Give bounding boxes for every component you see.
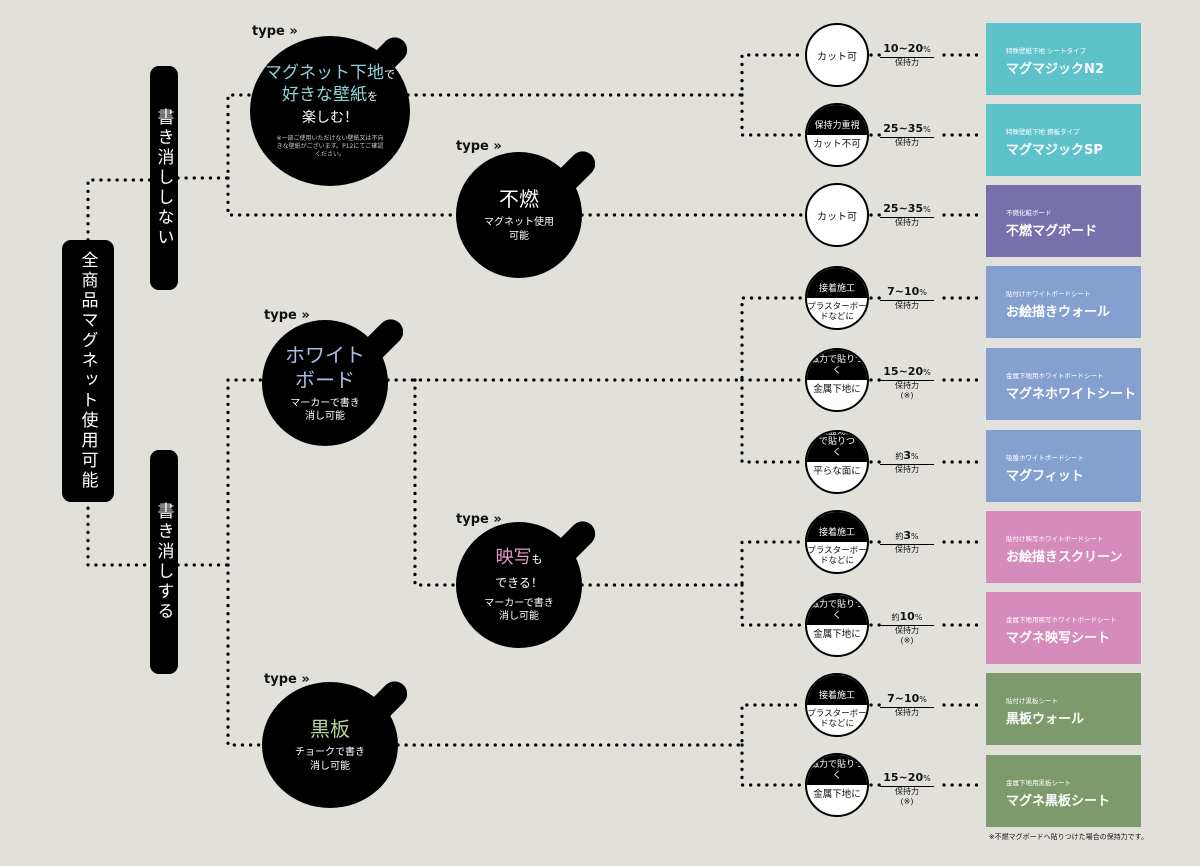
chevron-double-icon: » (301, 308, 310, 323)
type-label-magnet: type » (252, 24, 298, 39)
product-subtitle: 金属下地用ホワイトボードシート (1006, 372, 1104, 380)
method-top-label: 磁力で貼りつく (807, 595, 867, 625)
type-label-whiteboard: type » (264, 308, 310, 323)
method-label: カット可 (817, 211, 857, 223)
product-box[interactable]: 金属下地用黒板シート マグネ黒板シート (986, 755, 1141, 827)
retention-value: 7~10% 保持力 (880, 692, 934, 718)
method-top-label: 磁力で貼りつく (807, 350, 867, 380)
method-bottom-label: カット不可 (813, 139, 861, 150)
product-box[interactable]: 吸盤ホワイトボードシート マグフィット (986, 430, 1141, 502)
whiteboard-sub: マーカーで書き消し可能 (290, 397, 360, 423)
projection-title-c: できる！ (495, 575, 543, 590)
method-circle: 接着施工 プラスターボードなどに (805, 266, 869, 330)
product-box[interactable]: 特殊壁紙下地 シートタイプ マグマジックN2 (986, 23, 1141, 95)
product-name: マグネ映写シート (1006, 631, 1111, 646)
method-bottom-label: 金属下地に (813, 629, 861, 640)
blackboard-sub: チョークで書き消し可能 (295, 747, 365, 772)
branch-erase-label: 書き消しする (153, 502, 174, 622)
product-name: マグフィット (1006, 469, 1084, 484)
method-bottom-label: プラスターボードなどに (807, 709, 867, 730)
product-box[interactable]: 貼付けホワイトボードシート お絵描きウォール (986, 266, 1141, 338)
chevron-double-icon: » (289, 24, 298, 39)
retention-value: 約3% 保持力 (880, 529, 934, 555)
type-label-nonflame: type » (456, 139, 502, 154)
root-label: 全商品マグネット使用可能 (77, 251, 98, 491)
method-bottom-label: プラスターボードなどに (807, 302, 867, 323)
retention-value: 15~20% 保持力(※) (880, 365, 934, 401)
method-circle: 吸盤効果で貼りつく 平らな面に (805, 430, 869, 494)
footnote: ※不燃マグボードへ貼りつけた場合の保持力です。 (988, 833, 1148, 841)
product-name: 不燃マグボード (1006, 224, 1098, 239)
product-box[interactable]: 不燃化粧ボード 不燃マグボード (986, 185, 1141, 257)
type-label-blackboard: type » (264, 672, 310, 687)
method-top-label: 接着施工 (807, 268, 867, 298)
product-name: お絵描きスクリーン (1006, 550, 1123, 565)
branch-no-erase-label: 書き消ししない (153, 108, 174, 248)
product-subtitle: 貼付けホワイトボードシート (1006, 290, 1091, 298)
method-bottom-label: 金属下地に (813, 384, 861, 395)
product-box[interactable]: 貼付け映写ホワイトボードシート お絵描きスクリーン (986, 511, 1141, 583)
method-circle: 接着施工 プラスターボードなどに (805, 510, 869, 574)
method-circle: カット可 (805, 23, 869, 87)
product-subtitle: 不燃化粧ボード (1006, 209, 1052, 217)
product-subtitle: 貼付け映写ホワイトボードシート (1006, 535, 1104, 543)
method-bottom-label: 金属下地に (813, 789, 861, 800)
magnet-title-a: マグネット下地 (265, 63, 384, 84)
retention-value: 15~20% 保持力(※) (880, 771, 934, 807)
method-label: カット可 (817, 51, 857, 63)
retention-value: 25~35% 保持力 (880, 122, 934, 148)
retention-value: 約10% 保持力(※) (880, 610, 934, 646)
root-node: 全商品マグネット使用可能 (62, 240, 114, 502)
magnet-note: ※一部ご使用いただけない壁紙又は不向きな壁紙がございます。P12にてご確認くださ… (276, 134, 384, 159)
type-label-projection: type » (456, 512, 502, 527)
product-name: お絵描きウォール (1006, 305, 1111, 320)
product-name: マグネホワイトシート (1006, 387, 1137, 402)
nonflame-title: 不燃 (499, 187, 539, 211)
chevron-double-icon: » (493, 139, 502, 154)
chevron-double-icon: » (493, 512, 502, 527)
method-bottom-label: 平らな面に (813, 466, 861, 477)
branch-erase: 書き消しする (150, 450, 178, 674)
projection-title-a: 映写 (495, 547, 532, 569)
product-name: マグマジックSP (1006, 143, 1103, 158)
product-subtitle: 特殊壁紙下地 鋼板タイプ (1006, 128, 1080, 136)
projection-sub: マーカーで書き消し可能 (484, 597, 554, 623)
retention-value: 25~35% 保持力 (880, 202, 934, 228)
whiteboard-title: ホワイトボード (285, 342, 365, 392)
branch-no-erase: 書き消ししない (150, 66, 178, 290)
product-name: マグマジックN2 (1006, 62, 1104, 77)
method-top-label: 保持力重視 (807, 105, 867, 135)
method-bottom-label: プラスターボードなどに (807, 546, 867, 567)
magnet-title-e: 楽しむ！ (302, 110, 358, 127)
product-subtitle: 貼付け黒板シート (1006, 697, 1058, 705)
product-box[interactable]: 特殊壁紙下地 鋼板タイプ マグマジックSP (986, 104, 1141, 176)
product-box[interactable]: 貼付け黒板シート 黒板ウォール (986, 673, 1141, 745)
product-subtitle: 金属下地用黒板シート (1006, 779, 1071, 787)
product-subtitle: 吸盤ホワイトボードシート (1006, 454, 1084, 462)
method-circle: カット可 (805, 183, 869, 247)
nonflame-sub: マグネット使用可能 (484, 217, 554, 242)
blackboard-title: 黒板 (310, 717, 350, 741)
method-top-label: 吸盤効果で貼りつく (807, 432, 867, 462)
product-box[interactable]: 金属下地用ホワイトボードシート マグネホワイトシート (986, 348, 1141, 420)
retention-value: 約3% 保持力 (880, 449, 934, 475)
method-top-label: 磁力で貼りつく (807, 755, 867, 785)
method-top-label: 接着施工 (807, 512, 867, 542)
product-box[interactable]: 金属下地用映写ホワイトボードシート マグネ映写シート (986, 592, 1141, 664)
method-circle: 接着施工 プラスターボードなどに (805, 673, 869, 737)
method-circle: 磁力で貼りつく 金属下地に (805, 753, 869, 817)
product-subtitle: 特殊壁紙下地 シートタイプ (1006, 47, 1087, 55)
method-circle: 保持力重視 カット不可 (805, 103, 869, 167)
magnet-title-c: 好きな壁紙 (282, 85, 367, 106)
retention-value: 7~10% 保持力 (880, 285, 934, 311)
method-circle: 磁力で貼りつく 金属下地に (805, 593, 869, 657)
product-subtitle: 金属下地用映写ホワイトボードシート (1006, 616, 1117, 624)
product-name: マグネ黒板シート (1006, 794, 1111, 809)
product-name: 黒板ウォール (1006, 712, 1085, 727)
chevron-double-icon: » (301, 672, 310, 687)
method-top-label: 接着施工 (807, 675, 867, 705)
retention-value: 10~20% 保持力 (880, 42, 934, 68)
method-circle: 磁力で貼りつく 金属下地に (805, 348, 869, 412)
